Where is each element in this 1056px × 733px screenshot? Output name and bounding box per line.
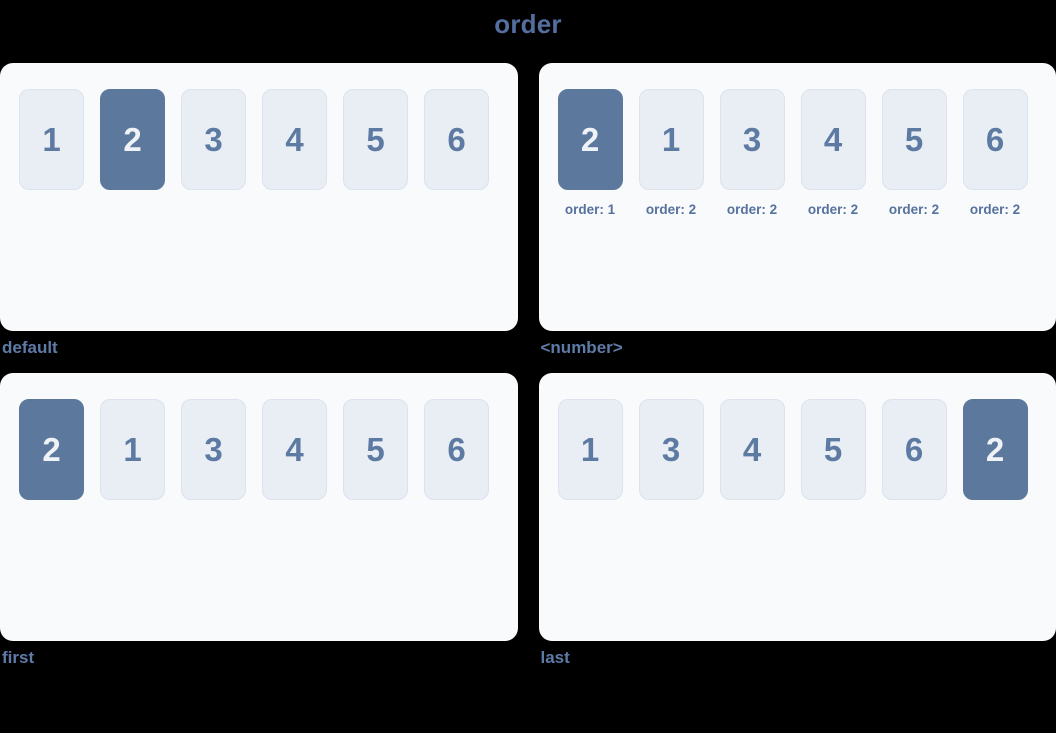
flex-item-box: 1 [19, 89, 84, 190]
flex-item: 5 [801, 399, 866, 500]
flex-item-box: 3 [639, 399, 704, 500]
caption-number: <number> [541, 339, 1056, 357]
flex-item: 1 [100, 399, 165, 500]
flex-item-box: 5 [801, 399, 866, 500]
flex-item: 1 order: 2 [639, 89, 704, 217]
flex-item: 6 order: 2 [963, 89, 1028, 217]
demo-cell-number: 2 order: 1 1 order: 2 3 order: 2 4 order: 2 5 ord… [539, 63, 1056, 357]
caption-first: first [2, 649, 518, 667]
flex-item: 5 [343, 89, 408, 190]
flex-item: 6 [882, 399, 947, 500]
caption-default: default [2, 339, 518, 357]
flex-item: 3 [181, 89, 246, 190]
flex-item: 2 [963, 399, 1028, 500]
flex-item-box-highlighted: 2 [963, 399, 1028, 500]
flex-item-box: 3 [720, 89, 785, 190]
flex-item-box: 1 [558, 399, 623, 500]
flex-item-box-highlighted: 2 [100, 89, 165, 190]
order-value-label: order: 2 [808, 202, 858, 217]
page-title: order [0, 8, 1056, 40]
order-value-label: order: 2 [646, 202, 696, 217]
flex-item: 3 order: 2 [720, 89, 785, 217]
flex-item: 2 order: 1 [558, 89, 623, 217]
order-value-label: order: 2 [970, 202, 1020, 217]
flex-item: 6 [424, 89, 489, 190]
flex-item-box: 5 [343, 89, 408, 190]
caption-last: last [541, 649, 1056, 667]
flex-item-box: 1 [100, 399, 165, 500]
flex-item: 5 order: 2 [882, 89, 947, 217]
flex-item: 4 order: 2 [801, 89, 866, 217]
flex-item: 1 [558, 399, 623, 500]
flex-item-box: 3 [181, 399, 246, 500]
flex-item-box: 6 [424, 399, 489, 500]
flex-item: 6 [424, 399, 489, 500]
flex-item-box: 6 [882, 399, 947, 500]
flex-container-number: 2 order: 1 1 order: 2 3 order: 2 4 order: 2 5 ord… [539, 63, 1056, 331]
flex-item-box: 1 [639, 89, 704, 190]
flex-item-box: 4 [720, 399, 785, 500]
flex-item: 3 [181, 399, 246, 500]
flex-item: 2 [19, 399, 84, 500]
flex-item-box: 4 [262, 399, 327, 500]
flex-item-box-highlighted: 2 [558, 89, 623, 190]
flex-item: 2 [100, 89, 165, 190]
order-value-label: order: 1 [565, 202, 615, 217]
flex-item-box: 6 [424, 89, 489, 190]
flex-item-box: 5 [882, 89, 947, 190]
flex-item: 4 [262, 89, 327, 190]
flex-item-box: 4 [801, 89, 866, 190]
flex-item-box: 3 [181, 89, 246, 190]
flex-item: 3 [639, 399, 704, 500]
flex-item-box: 4 [262, 89, 327, 190]
flex-item: 5 [343, 399, 408, 500]
flex-item: 4 [720, 399, 785, 500]
flex-item-box: 6 [963, 89, 1028, 190]
flex-item-box-highlighted: 2 [19, 399, 84, 500]
flex-item: 1 [19, 89, 84, 190]
order-value-label: order: 2 [889, 202, 939, 217]
flex-item: 4 [262, 399, 327, 500]
flex-item-box: 5 [343, 399, 408, 500]
order-value-label: order: 2 [727, 202, 777, 217]
